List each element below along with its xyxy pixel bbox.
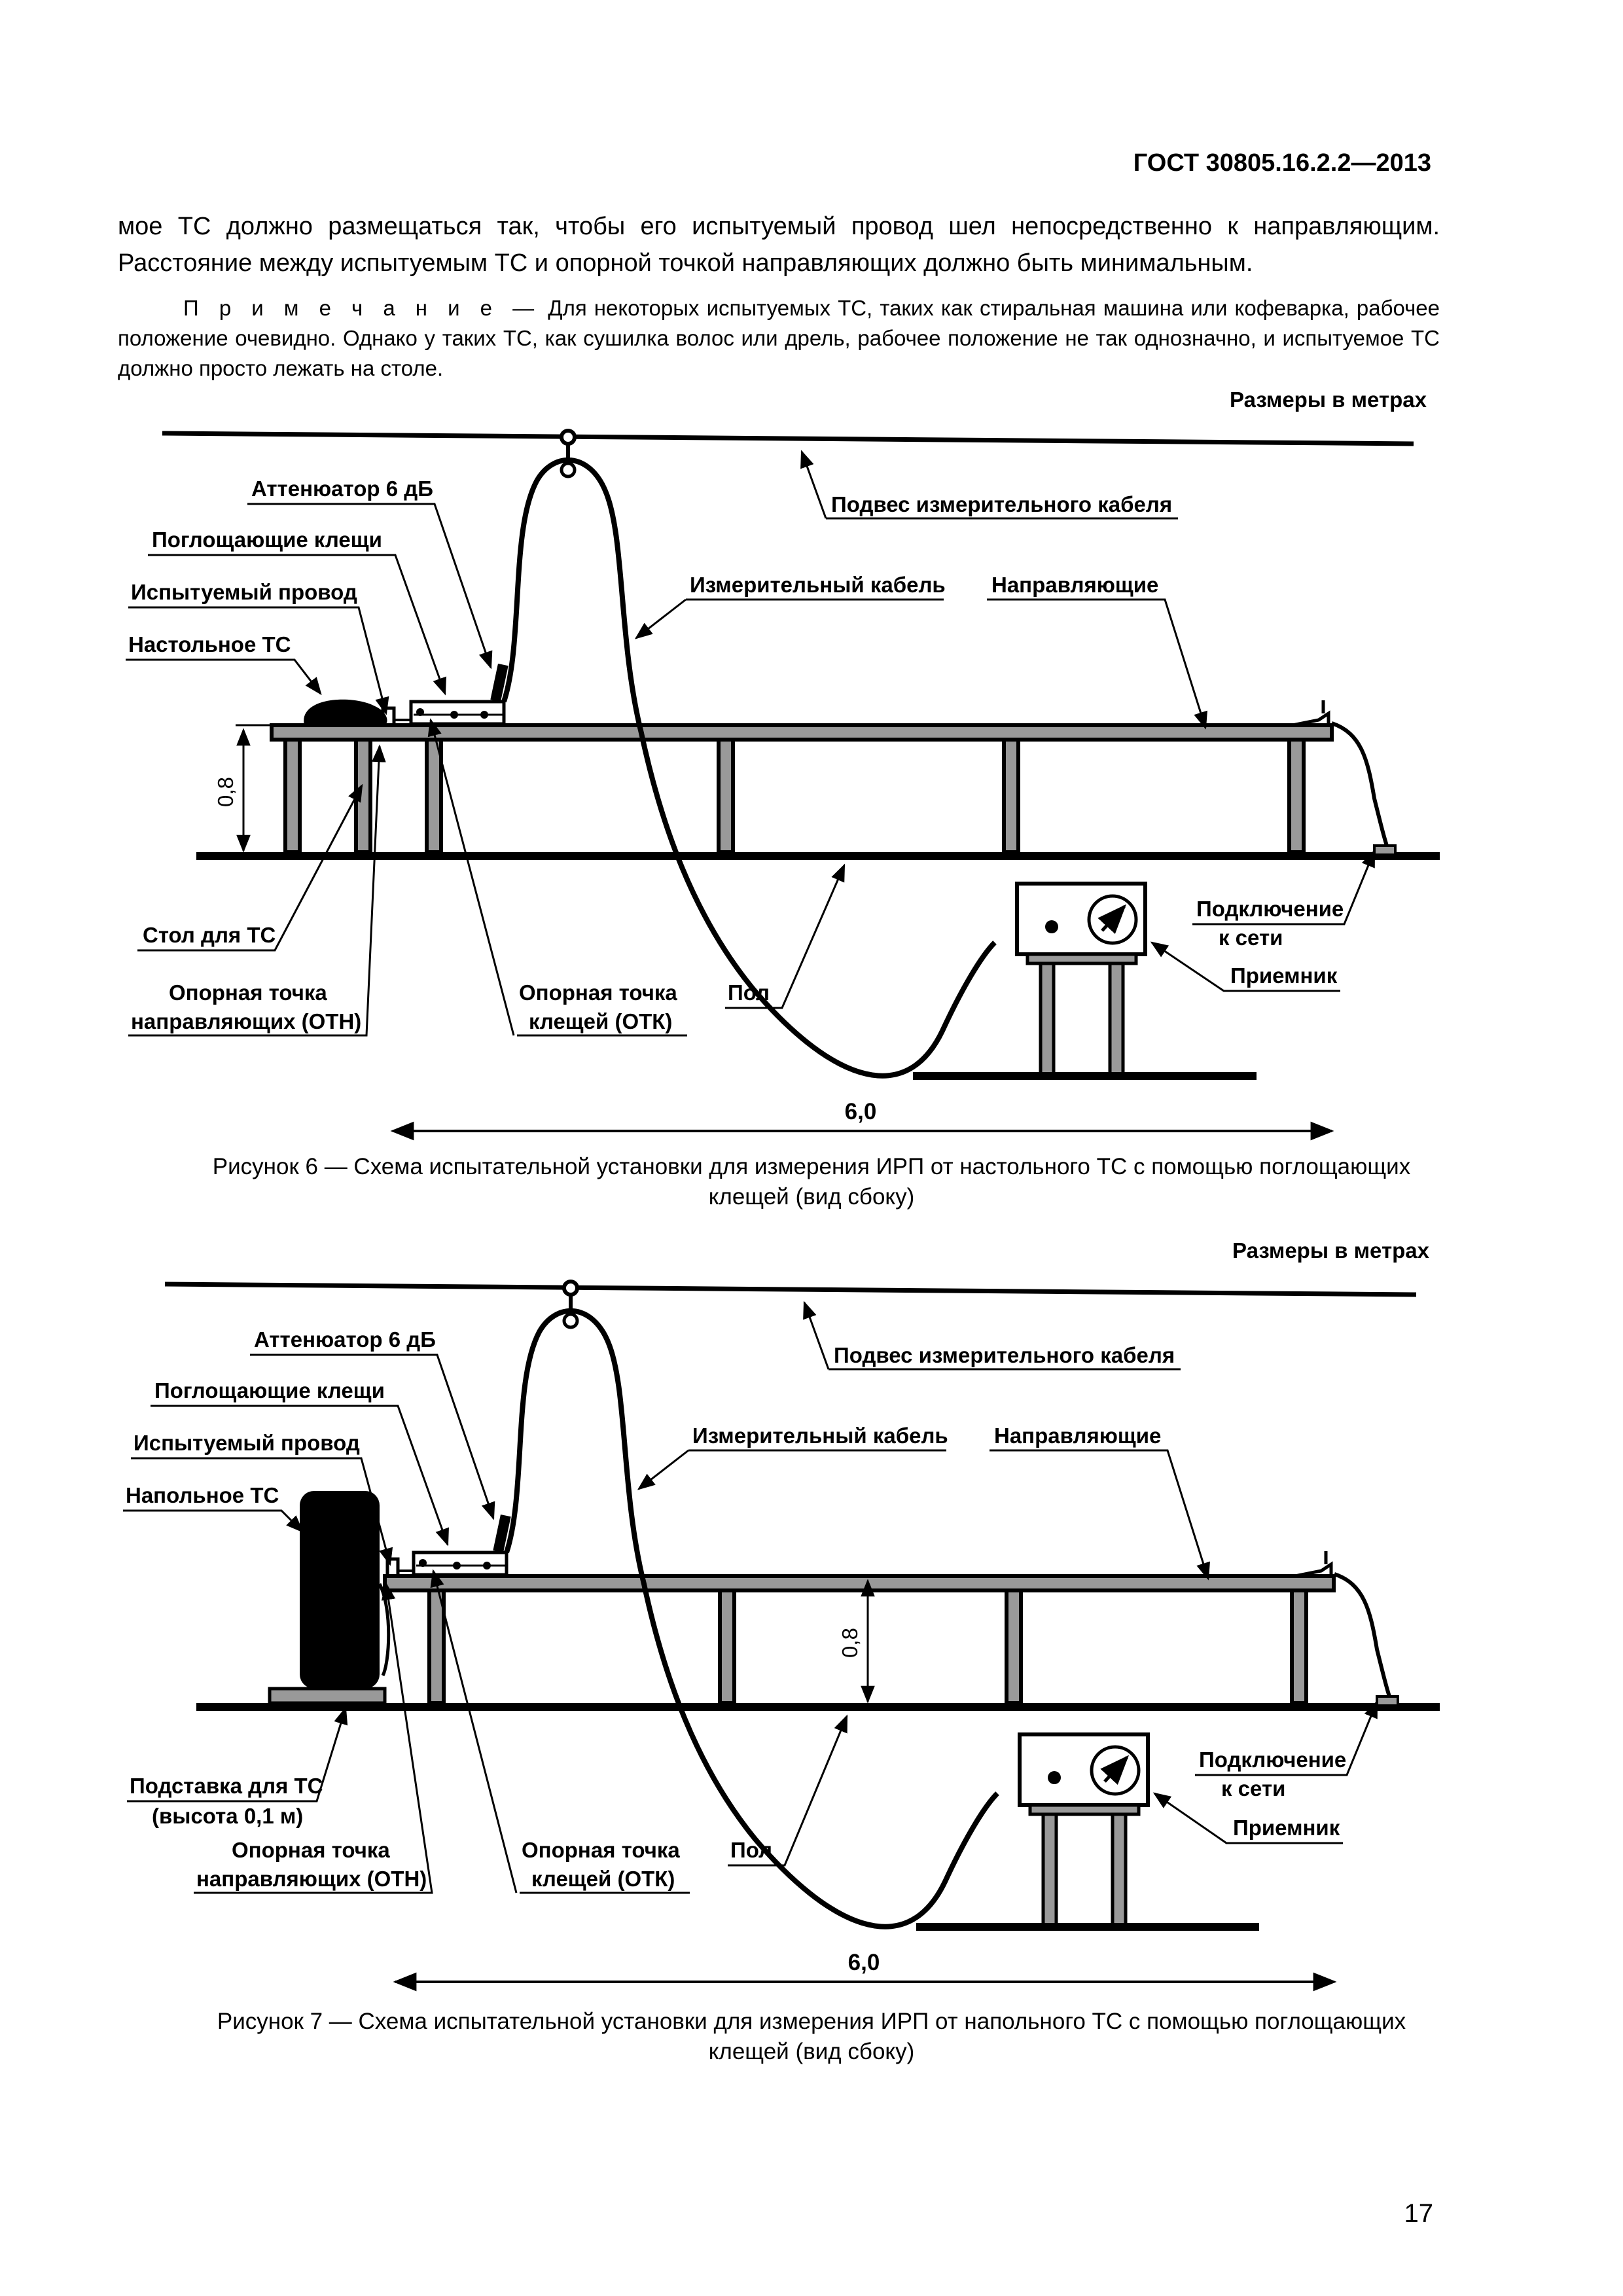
mains-cable: [1331, 721, 1389, 848]
standard-header: ГОСТ 30805.16.2.2—2013: [1133, 149, 1431, 177]
measuring-cable: [504, 1308, 999, 1929]
table-legs: [427, 1588, 1308, 1705]
figure-6-diagram: Размеры в метрах 0,8 6,0: [126, 387, 1440, 1141]
label-attenuator: Аттенюатор 6 дБ: [254, 1327, 436, 1352]
label-eut: Настольное ТС: [128, 632, 291, 656]
label-receiver: Приемник: [1233, 1816, 1340, 1840]
suspension-hook: [562, 1280, 579, 1297]
mains-cable: [1334, 1572, 1392, 1699]
label-table: Стол для ТС: [143, 923, 276, 947]
label-rail-ref-1: Опорная точка: [169, 980, 327, 1005]
label-rail-ref-2: направляющих (ОТН): [131, 1009, 361, 1033]
label-rails: Направляющие: [991, 573, 1158, 597]
label-rail-ref-1: Опорная точка: [232, 1838, 390, 1862]
note-label: П р и м е ч а н и е —: [183, 296, 541, 320]
figure-6-caption-line-1: Рисунок 6 — Схема испытательной установк…: [212, 1154, 1411, 1179]
figure-7-caption-line-2: клещей (вид сбоку): [708, 2039, 915, 2064]
label-mains-1: Подключение: [1196, 897, 1344, 921]
body-paragraph: мое ТС должно размещаться так, чтобы его…: [118, 213, 1440, 277]
label-mains-1: Подключение: [1199, 1748, 1346, 1772]
label-mains-2: к сети: [1221, 1776, 1285, 1801]
table-legs: [283, 738, 1306, 854]
mains-plug: [1376, 1695, 1399, 1707]
label-eut: Напольное ТС: [126, 1483, 279, 1507]
label-cable: Измерительный кабель: [690, 573, 946, 597]
note-text: Для некоторых испытуемых ТС, таких как с…: [118, 296, 1440, 380]
attenuator: [493, 1514, 511, 1553]
label-clamp-ref-1: Опорная точка: [519, 980, 677, 1005]
length-dimension: 6,0: [845, 1099, 877, 1124]
suspension-wire: [162, 431, 1414, 446]
figure-6-caption-line-2: клещей (вид сбоку): [708, 1184, 915, 1210]
label-rails: Направляющие: [994, 1424, 1161, 1448]
suspension-hook: [560, 429, 577, 446]
label-clamp-ref-2: клещей (ОТК): [531, 1867, 675, 1891]
figure-7-diagram: Размеры в метрах 0,8 6,0 Подвес измерите…: [123, 1238, 1440, 1992]
label-lead: Испытуемый провод: [131, 580, 357, 604]
label-clamp-ref-2: клещей (ОТК): [529, 1009, 672, 1033]
suspension-wire: [164, 1282, 1417, 1297]
mains-plug: [1373, 844, 1397, 856]
page-number: 17: [1404, 2199, 1434, 2228]
tabletop-eut: [304, 699, 387, 725]
measuring-cable: [501, 457, 997, 1079]
eut-stand: [268, 1687, 387, 1705]
label-rail-ref-2: направляющих (ОТН): [196, 1867, 427, 1891]
label-receiver: Приемник: [1230, 963, 1338, 988]
rails: [270, 723, 1334, 742]
height-dimension: 0,8: [838, 1628, 862, 1658]
units-label: Размеры в метрах: [1230, 387, 1427, 412]
label-clamp: Поглощающие клещи: [154, 1378, 385, 1403]
label-attenuator: Аттенюатор 6 дБ: [251, 476, 433, 501]
label-floor: Пол: [728, 980, 770, 1005]
label-clamp-ref-1: Опорная точка: [522, 1838, 680, 1862]
label-clamp: Поглощающие клещи: [152, 528, 382, 552]
height-dimension: 0,8: [213, 777, 238, 807]
note-paragraph: П р и м е ч а н и е — Для некоторых испы…: [118, 293, 1440, 384]
label-suspension: Подвес измерительного кабеля: [834, 1343, 1175, 1367]
length-dimension: 6,0: [848, 1950, 880, 1975]
label-stand-2: (высота 0,1 м): [152, 1804, 303, 1828]
units-label: Размеры в метрах: [1232, 1238, 1430, 1263]
floor-standing-eut: [300, 1491, 380, 1689]
label-suspension: Подвес измерительного кабеля: [831, 492, 1172, 516]
figure-7-caption-line-1: Рисунок 7 — Схема испытательной установк…: [217, 2009, 1406, 2034]
label-lead: Испытуемый провод: [134, 1431, 360, 1455]
label-stand-1: Подставка для ТС: [130, 1774, 323, 1798]
rails: [383, 1574, 1336, 1592]
label-floor: Пол: [730, 1838, 772, 1862]
label-cable: Измерительный кабель: [692, 1424, 948, 1448]
label-mains-2: к сети: [1219, 925, 1283, 950]
attenuator: [490, 663, 508, 702]
